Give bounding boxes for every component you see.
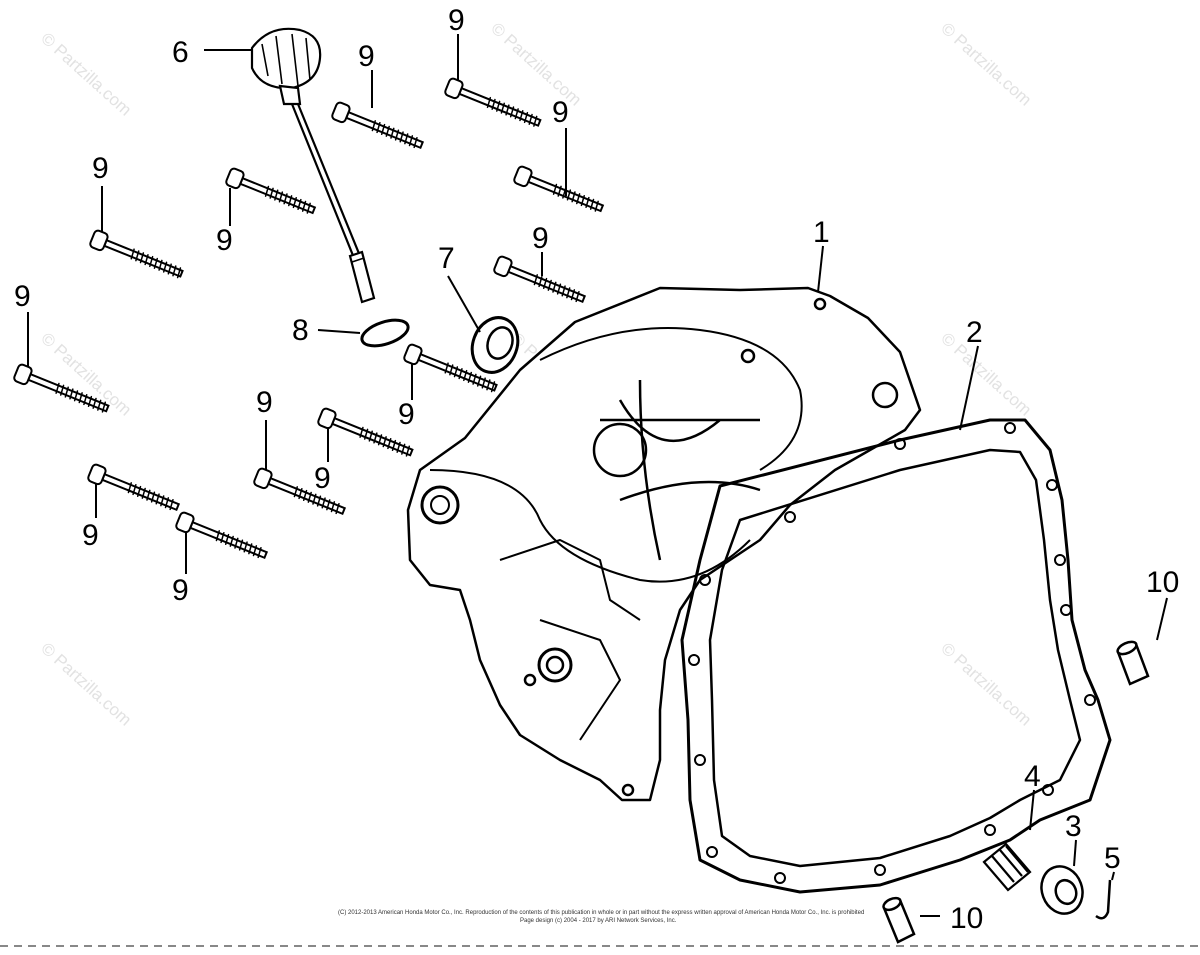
callout-9: 9 (532, 222, 549, 255)
o-ring (360, 318, 410, 348)
callout-8: 8 (292, 314, 309, 347)
callout-9: 9 (92, 152, 109, 185)
footer-copyright: (C) 2012-2013 American Honda Motor Co., … (338, 910, 864, 916)
callout-9: 9 (358, 40, 375, 73)
spring (982, 842, 1032, 892)
bolt (175, 511, 269, 560)
bolt (89, 229, 184, 279)
callout-9: 9 (82, 519, 99, 552)
bolt (444, 77, 542, 127)
leader-lines (204, 49, 1168, 917)
watermark: © Partzilla.com (937, 19, 1035, 110)
callout-10: 10 (1146, 566, 1179, 599)
bolt (253, 467, 347, 516)
bolt (225, 167, 317, 215)
watermark: © Partzilla.com (487, 19, 585, 110)
callout-5: 5 (1104, 842, 1121, 875)
oil-filler-cap-dipstick (250, 27, 376, 304)
callout-4: 4 (1024, 760, 1041, 793)
bolt (331, 101, 425, 150)
callout-9: 9 (314, 462, 331, 495)
callout-9: 9 (172, 574, 189, 607)
watermark: © Partzilla.com (37, 329, 135, 420)
dowel-pin (1116, 640, 1150, 686)
callout-9: 9 (216, 224, 233, 257)
callout-9: 9 (552, 96, 569, 129)
watermark: © Partzilla.com (37, 639, 135, 730)
crankcase-cover-gasket (680, 418, 1112, 894)
clip (1095, 879, 1112, 920)
bolt (87, 463, 181, 512)
watermark: © Partzilla.com (37, 29, 135, 120)
callout-3: 3 (1065, 810, 1082, 843)
callout-9: 9 (256, 386, 273, 419)
right-crankcase-cover (406, 286, 922, 802)
watermark: © Partzilla.com (937, 639, 1035, 730)
callout-1: 1 (813, 216, 830, 249)
bolt (13, 363, 110, 413)
callout-2: 2 (966, 316, 983, 349)
bolt (317, 407, 414, 457)
callout-9: 9 (448, 4, 465, 37)
callout-9: 9 (14, 280, 31, 313)
bolt (513, 165, 605, 213)
watermark: © Partzilla.com (937, 329, 1035, 420)
callout-6: 6 (172, 36, 189, 69)
callout-7: 7 (438, 242, 455, 275)
footer-design: Page design (c) 2004 - 2017 by ARI Netwo… (520, 918, 677, 924)
oil-seal (470, 316, 520, 374)
bolt (493, 255, 587, 304)
cap (1040, 865, 1084, 915)
bolt (403, 343, 498, 393)
callout-9: 9 (398, 398, 415, 431)
dowel-pin (882, 896, 916, 944)
callout-10: 10 (950, 902, 983, 935)
